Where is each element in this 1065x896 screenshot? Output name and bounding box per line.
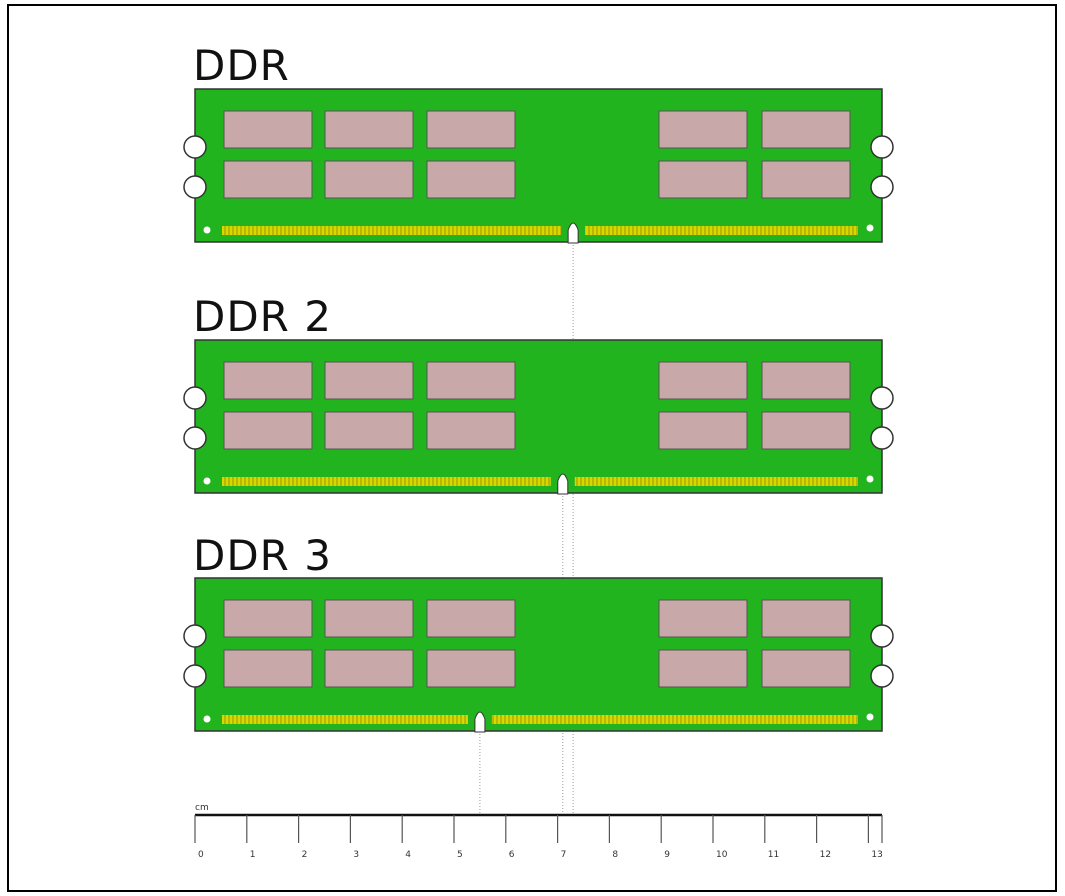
pin-strip-left — [222, 477, 551, 486]
mount-hole — [866, 713, 874, 721]
module-title-ddr3: DDR 3 — [193, 531, 332, 580]
ruler-tick-label: 10 — [716, 850, 728, 860]
memory-chip — [761, 361, 851, 400]
ruler-tick-label: 3 — [353, 850, 359, 860]
pin-strip-right — [574, 477, 858, 486]
ruler-tick-label: 8 — [612, 850, 618, 860]
memory-chip — [761, 160, 851, 199]
mount-hole — [203, 226, 211, 234]
memory-chip — [223, 361, 313, 400]
side-notch-left — [183, 664, 207, 688]
memory-chip — [324, 160, 414, 199]
key-notch — [557, 473, 569, 495]
memory-module — [183, 88, 894, 244]
memory-chip — [426, 110, 516, 149]
memory-chip — [223, 110, 313, 149]
ruler-tick-label: 1 — [250, 850, 256, 860]
ruler-tick-label: 6 — [509, 850, 515, 860]
side-notch-left — [183, 624, 207, 648]
memory-chip — [426, 599, 516, 638]
memory-module — [183, 339, 894, 495]
memory-chip — [658, 160, 748, 199]
memory-chip — [223, 649, 313, 688]
mount-hole — [203, 477, 211, 485]
ruler-tick-label: 4 — [405, 850, 411, 860]
memory-chip — [426, 411, 516, 450]
side-notch-right — [870, 426, 894, 450]
key-notch — [567, 222, 579, 244]
side-notch-right — [870, 664, 894, 688]
ruler-tick-label: 12 — [820, 850, 831, 860]
memory-chip — [324, 599, 414, 638]
memory-chip — [658, 110, 748, 149]
memory-chip — [761, 110, 851, 149]
side-notch-left — [183, 426, 207, 450]
mount-hole — [866, 224, 874, 232]
memory-chip — [223, 411, 313, 450]
ruler-unit-label: cm — [195, 803, 209, 813]
key-notch — [474, 711, 486, 733]
side-notch-left — [183, 135, 207, 159]
module-title-ddr2: DDR 2 — [193, 292, 332, 341]
side-notch-right — [870, 175, 894, 199]
memory-chip — [426, 160, 516, 199]
side-notch-right — [870, 386, 894, 410]
memory-chip — [761, 599, 851, 638]
mount-hole — [203, 715, 211, 723]
memory-chip — [324, 411, 414, 450]
ruler-tick-label: 11 — [768, 850, 779, 860]
side-notch-left — [183, 175, 207, 199]
memory-chip — [658, 599, 748, 638]
memory-chip — [223, 160, 313, 199]
ruler-tick-label: 7 — [561, 850, 567, 860]
memory-chip — [761, 649, 851, 688]
mount-hole — [866, 475, 874, 483]
memory-chip — [761, 411, 851, 450]
pin-strip-right — [491, 715, 858, 724]
memory-chip — [426, 361, 516, 400]
side-notch-right — [870, 624, 894, 648]
ruler-tick-label: 9 — [664, 850, 670, 860]
ruler-tick-label: 13 — [871, 850, 882, 860]
memory-chip — [426, 649, 516, 688]
memory-chip — [223, 599, 313, 638]
side-notch-right — [870, 135, 894, 159]
ruler-tick-label: 0 — [198, 850, 204, 860]
memory-chip — [658, 361, 748, 400]
side-notch-left — [183, 386, 207, 410]
ruler-tick-label: 5 — [457, 850, 463, 860]
pin-strip-left — [222, 226, 562, 235]
memory-chip — [324, 649, 414, 688]
memory-chip — [324, 361, 414, 400]
pin-strip-right — [585, 226, 858, 235]
memory-module — [183, 577, 894, 733]
memory-chip — [324, 110, 414, 149]
memory-chip — [658, 649, 748, 688]
memory-chip — [658, 411, 748, 450]
module-title-ddr: DDR — [193, 41, 290, 90]
ruler-tick-label: 2 — [302, 850, 308, 860]
